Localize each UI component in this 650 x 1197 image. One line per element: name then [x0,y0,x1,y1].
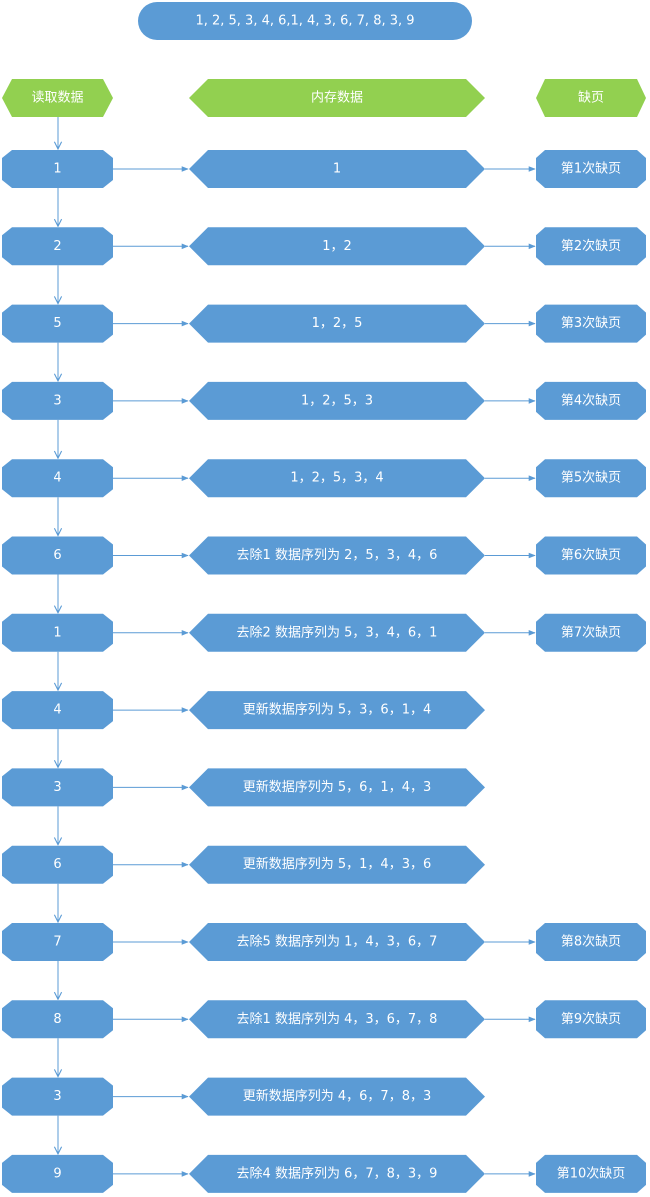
fault-node: 第3次缺页 [536,304,646,343]
read-node: 3 [2,1077,113,1116]
read-node: 1 [2,613,113,652]
memory-node: 更新数据序列为 5，3，6，1，4 [189,691,485,730]
memory-node: 1 [189,150,485,188]
memory-node: 去除2 数据序列为 5，3，4，6，1 [189,613,485,652]
memory-node-label: 1 [333,162,341,177]
memory-node-label: 1，2，5，3，4 [290,471,383,486]
memory-node-label: 去除5 数据序列为 1，4，3，6，7 [237,935,438,950]
memory-node-label: 1，2，5 [312,316,363,331]
memory-node-label: 1，2 [322,239,352,254]
memory-node-label: 去除4 数据序列为 6，7，8，3，9 [237,1166,438,1181]
read-node: 2 [2,227,113,266]
memory-node: 1，2，5，3，4 [189,459,485,498]
fault-node: 第8次缺页 [536,923,646,961]
read-node: 5 [2,304,113,343]
memory-node: 更新数据序列为 4，6，7，8，3 [189,1077,485,1116]
fault-node-label: 第3次缺页 [561,315,621,331]
fault-node: 第2次缺页 [536,227,646,266]
memory-node: 去除1 数据序列为 4，3，6，7，8 [189,1000,485,1039]
header-memory: 内存数据 [189,79,485,117]
read-node-label: 4 [53,703,61,718]
fault-node: 第10次缺页 [536,1154,646,1193]
read-node-label: 3 [53,1089,61,1104]
memory-node: 1，2，5 [189,304,485,343]
read-node: 9 [2,1154,113,1193]
sequence-label: 1, 2, 5, 3, 4, 6,1, 4, 3, 6, 7, 8, 3, 9 [195,14,414,29]
read-node-label: 1 [53,162,61,177]
fault-node: 第6次缺页 [536,536,646,575]
header-read: 读取数据 [2,79,113,117]
header-fault: 缺页 [536,79,646,117]
read-node: 4 [2,691,113,730]
memory-node-label: 1，2，5，3 [301,393,373,408]
read-node: 1 [2,150,113,188]
fault-node-label: 第10次缺页 [557,1165,626,1181]
read-node: 7 [2,923,113,961]
read-node-label: 2 [53,239,61,254]
memory-node: 更新数据序列为 5，6，1，4，3 [189,768,485,807]
read-node-label: 5 [53,316,61,331]
read-node: 6 [2,536,113,575]
memory-node-label: 更新数据序列为 4，6，7，8，3 [243,1088,432,1104]
fault-node: 第9次缺页 [536,1000,646,1039]
header-memory-label: 内存数据 [311,90,363,106]
fault-node: 第4次缺页 [536,381,646,420]
read-node: 3 [2,381,113,420]
memory-node: 更新数据序列为 5，1，4，3，6 [189,845,485,884]
fault-node-label: 第1次缺页 [561,161,621,177]
memory-node-label: 更新数据序列为 5，6，1，4，3 [243,779,432,795]
read-node-label: 7 [53,935,61,950]
fault-node-label: 第6次缺页 [561,547,621,563]
read-node: 3 [2,768,113,807]
read-node-label: 9 [53,1166,61,1181]
fault-node-label: 第2次缺页 [561,238,621,254]
read-node: 4 [2,459,113,498]
fault-node: 第7次缺页 [536,613,646,652]
header-fault-label: 缺页 [578,91,604,106]
rows: 1 1 第1次缺页 2 1，2 第2次缺页 5 1，2，5 第3次缺页 3 1，2，5，3 第4次缺页… [2,150,646,1193]
fault-node-label: 第5次缺页 [561,470,621,486]
sequence-banner: 1, 2, 5, 3, 4, 6,1, 4, 3, 6, 7, 8, 3, 9 [138,2,472,40]
memory-node: 1，2 [189,227,485,266]
fault-node-label: 第4次缺页 [561,392,621,408]
fault-node: 第5次缺页 [536,459,646,498]
read-node-label: 3 [53,780,61,795]
read-node: 8 [2,1000,113,1039]
memory-node-label: 去除1 数据序列为 2，5，3，4，6 [237,548,438,563]
memory-node-label: 更新数据序列为 5，1，4，3，6 [243,856,432,872]
memory-node-label: 更新数据序列为 5，3，6，1，4 [243,702,432,718]
read-node-label: 3 [53,393,61,408]
read-node: 6 [2,845,113,884]
read-node-label: 8 [53,1012,61,1027]
fault-node: 第1次缺页 [536,150,646,188]
fault-node-label: 第8次缺页 [561,934,621,950]
memory-node: 去除4 数据序列为 6，7，8，3，9 [189,1154,485,1193]
read-node-label: 1 [53,625,61,640]
memory-node: 1，2，5，3 [189,381,485,420]
fault-node-label: 第7次缺页 [561,624,621,640]
header-read-label: 读取数据 [31,91,83,106]
read-node-label: 6 [53,548,61,563]
fault-node-label: 第9次缺页 [561,1011,621,1027]
read-node-label: 4 [53,471,61,486]
read-node-label: 6 [53,857,61,872]
memory-node-label: 去除1 数据序列为 4，3，6，7，8 [237,1012,438,1027]
memory-node-label: 去除2 数据序列为 5，3，4，6，1 [237,625,438,640]
memory-node: 去除1 数据序列为 2，5，3，4，6 [189,536,485,575]
memory-node: 去除5 数据序列为 1，4，3，6，7 [189,923,485,961]
